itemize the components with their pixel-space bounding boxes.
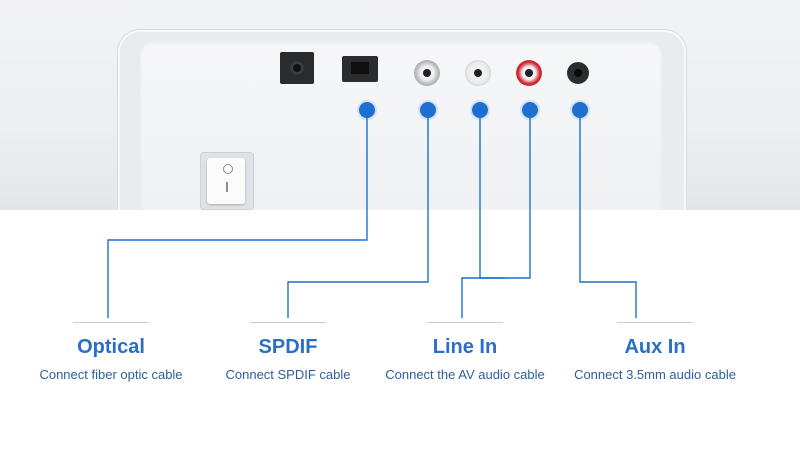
optical-connector-line bbox=[107, 110, 368, 318]
coaxial-port-icon bbox=[410, 56, 444, 90]
callout-divider bbox=[617, 322, 693, 323]
callout-spdif: SPDIF Connect SPDIF cable bbox=[210, 322, 366, 383]
callout-title: SPDIF bbox=[258, 336, 318, 358]
callout-divider bbox=[250, 322, 326, 323]
callout-optical: Optical Connect fiber optic cable bbox=[28, 322, 194, 383]
dc-power-jack-icon bbox=[280, 52, 314, 84]
line-in-left-marker-dot bbox=[472, 102, 488, 118]
power-switch-icon bbox=[207, 158, 245, 204]
callout-title: Line In bbox=[432, 336, 498, 358]
callout-divider bbox=[427, 322, 503, 323]
callout-title: Optical bbox=[77, 336, 145, 358]
callout-description: Connect the AV audio cable bbox=[385, 367, 545, 382]
aux-connector-line bbox=[579, 110, 637, 318]
soundbar-rear-panel-photo bbox=[0, 0, 800, 210]
callout-description: Connect 3.5mm audio cable bbox=[574, 367, 736, 382]
callout-description: Connect SPDIF cable bbox=[225, 367, 351, 382]
spdif-marker-dot bbox=[420, 102, 436, 118]
line-in-connector-line bbox=[479, 110, 531, 279]
aux-port-icon bbox=[567, 62, 589, 84]
aux-marker-dot bbox=[572, 102, 588, 118]
optical-port-icon bbox=[342, 56, 378, 82]
optical-marker-dot bbox=[359, 102, 375, 118]
callout-line-in: Line In Connect the AV audio cable bbox=[376, 322, 554, 383]
callout-aux-in: Aux In Connect 3.5mm audio cable bbox=[562, 322, 748, 383]
line-in-branch-line bbox=[461, 277, 505, 318]
callout-description: Connect fiber optic cable bbox=[39, 367, 183, 382]
callout-title: Aux In bbox=[624, 336, 686, 358]
line-in-right-marker-dot bbox=[522, 102, 538, 118]
rca-red-port-icon bbox=[512, 56, 546, 90]
callout-divider bbox=[73, 322, 149, 323]
spdif-connector-line bbox=[287, 110, 429, 318]
rca-white-port-icon bbox=[461, 56, 495, 90]
